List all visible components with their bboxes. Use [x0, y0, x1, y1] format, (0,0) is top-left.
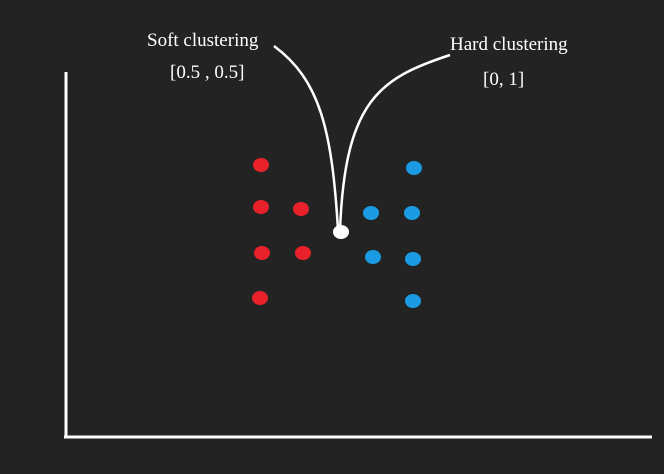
cluster-b-point	[365, 250, 381, 264]
soft-pointer-line	[273, 44, 340, 231]
cluster-a-point	[295, 246, 311, 260]
cluster-a-point	[254, 246, 270, 260]
cluster-a-point	[253, 200, 269, 214]
ambiguous-point	[333, 225, 349, 239]
hard-clustering-title: Hard clustering	[450, 34, 568, 55]
cluster-a-point	[293, 202, 309, 216]
soft-clustering-value: [0.5 , 0.5]	[170, 62, 245, 83]
cluster-a	[252, 158, 311, 305]
cluster-a-point	[252, 291, 268, 305]
hard-clustering-value: [0, 1]	[483, 69, 525, 90]
cluster-b-point	[405, 252, 421, 266]
cluster-a-point	[253, 158, 269, 172]
soft-clustering-title: Soft clustering	[147, 30, 259, 51]
cluster-b-point	[404, 206, 420, 220]
cluster-b-point	[363, 206, 379, 220]
hard-pointer-line	[338, 53, 451, 231]
cluster-b-point	[405, 294, 421, 308]
cluster-b-point	[406, 161, 422, 175]
cluster-b	[363, 161, 422, 308]
